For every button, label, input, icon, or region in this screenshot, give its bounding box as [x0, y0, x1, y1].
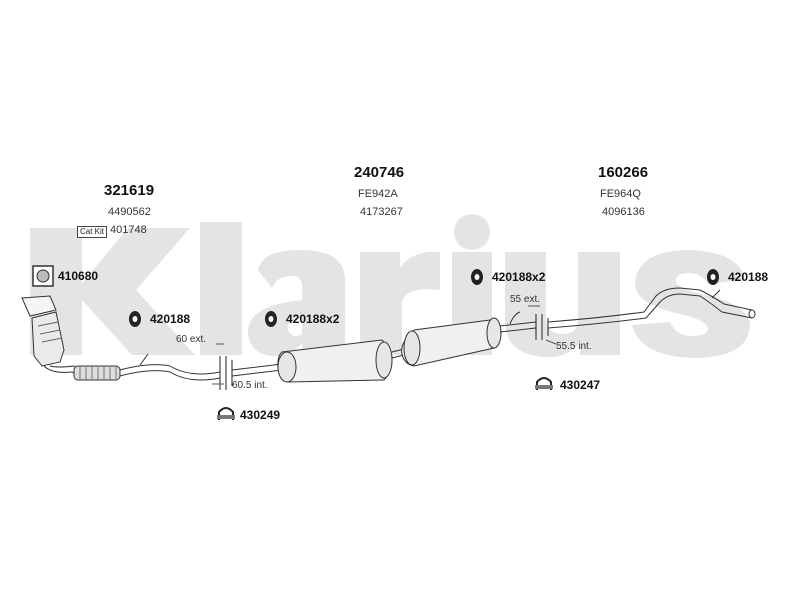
- centre-silencer-fe-ref: FE942A: [358, 188, 398, 200]
- cat-kit-number: 401748: [110, 224, 147, 236]
- rear-mount-part-number: 420188: [728, 270, 769, 284]
- rear-silencer-fe-ref: FE964Q: [600, 188, 641, 200]
- front-joint-int-dimension: 60.5 int.: [232, 380, 268, 391]
- clamp-icon: [217, 407, 235, 420]
- front-mount-part-number: 420188: [150, 312, 191, 326]
- gasket-icon: [32, 265, 54, 287]
- mid-mount-part-number: 420188x2: [492, 270, 546, 284]
- front-clamp-part-number: 430249: [240, 408, 281, 422]
- catalytic-converter-part-number: 321619: [104, 182, 155, 199]
- rear-joint-int-dimension: 55.5 int.: [556, 341, 592, 352]
- rubber-mount-icon: [129, 311, 141, 327]
- rubber-mount-icon: [265, 311, 277, 327]
- centre-silencer-part-number: 240746: [354, 164, 405, 181]
- rear-joint-ext-dimension: 55 ext.: [510, 294, 541, 305]
- cat-kit-badge: Cat Kit: [77, 226, 108, 238]
- front-joint-ext-dimension: 60 ext.: [176, 334, 207, 345]
- catalytic-converter-oe-ref: 4490562: [108, 206, 151, 218]
- centre-mount-part-number: 420188x2: [286, 312, 340, 326]
- clamp-icon: [535, 377, 553, 390]
- rear-silencer-oe-ref: 4096136: [602, 206, 645, 218]
- rear-clamp-part-number: 430247: [560, 378, 601, 392]
- rubber-mount-icon: [707, 269, 719, 285]
- gasket-part-number: 410680: [58, 269, 99, 283]
- rear-silencer-part-number: 160266: [598, 164, 649, 181]
- centre-silencer-oe-ref: 4173267: [360, 206, 403, 218]
- rubber-mount-icon: [471, 269, 483, 285]
